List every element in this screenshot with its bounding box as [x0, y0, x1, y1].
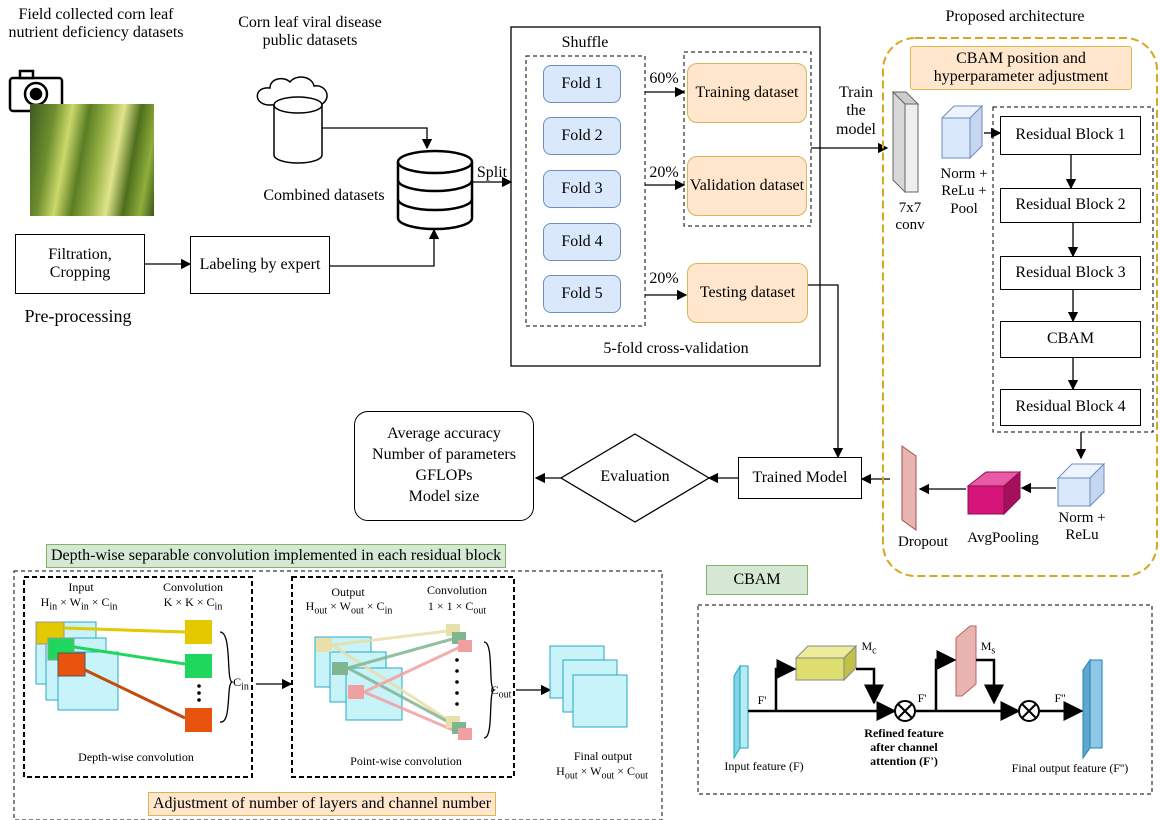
cbam-title: CBAM: [706, 565, 808, 595]
f-prime-input: F': [757, 693, 767, 707]
residual-block-1: Residual Block 1: [1000, 116, 1141, 155]
fold-1: Fold 1: [543, 65, 621, 103]
field-dataset-title: Field collected corn leaf nutrient defic…: [8, 6, 184, 42]
residual-block-2: Residual Block 2: [1000, 188, 1141, 223]
pct-test: 20%: [649, 270, 679, 287]
input-dims: Hin × Win × Cin: [40, 595, 118, 613]
cloud-cylinder-icon: [256, 76, 328, 164]
testing-dataset-box: Testing dataset: [687, 263, 808, 323]
metric-parameters: Number of parameters: [372, 446, 516, 464]
corn-leaf-photo: [30, 104, 154, 216]
refined-feature-label: Refined feature after channel attention …: [864, 726, 944, 768]
f-double-prime: F'': [1054, 691, 1066, 705]
training-dataset-box: Training dataset: [687, 63, 807, 123]
fold-5: Fold 5: [543, 275, 621, 313]
metric-model-size: Model size: [408, 487, 480, 505]
fold-3: Fold 3: [543, 170, 621, 208]
metric-accuracy: Average accuracy: [387, 425, 501, 443]
output-dims: Hout × Wout × Cin: [305, 599, 393, 617]
evaluation-label: Evaluation: [600, 468, 670, 485]
metrics-box: Average accuracy Number of parameters GF…: [354, 411, 534, 521]
cbam-block: CBAM: [1000, 321, 1141, 358]
norm-pool-label: Norm + ReLu + Pool: [940, 166, 988, 217]
final-output-feature-label: Final output feature (F''): [1011, 761, 1129, 775]
preprocessing-label: Pre-processing: [24, 306, 132, 326]
pointwise-diagram: [314, 624, 628, 740]
norm-cube-lower: [1056, 462, 1106, 508]
validation-dataset-box: Validation dataset: [687, 156, 807, 216]
cv-caption: 5-fold cross-validation: [603, 340, 749, 357]
labeling-box: Labeling by expert: [190, 236, 330, 294]
norm-relu-label: Norm + ReLu: [1058, 510, 1106, 544]
shuffle-label: Shuffle: [561, 34, 609, 51]
dropout-label: Dropout: [898, 534, 948, 550]
public-dataset-title: Corn leaf viral disease public datasets: [238, 14, 382, 50]
fold-2: Fold 2: [543, 117, 621, 155]
adjustment-label: Adjustment of number of layers and chann…: [148, 792, 497, 816]
conv-label: 7x7 conv: [895, 200, 925, 234]
avgpool-cube: [966, 470, 1022, 516]
pct-val: 20%: [649, 164, 679, 181]
cin-label: Cin: [233, 675, 249, 693]
conv-dims-depthwise: K × K × Cin: [163, 595, 223, 613]
depthwise-diagram: [35, 620, 293, 732]
ms-label: Ms: [980, 639, 996, 657]
combined-datasets-label: Combined datasets: [263, 187, 385, 204]
database-icon: [396, 149, 474, 231]
metric-gflops: GFLOPs: [415, 467, 473, 484]
conv-dims-pointwise: 1 × 1 × Cout: [427, 599, 487, 617]
depthwise-label: Depth-wise convolution: [78, 750, 194, 764]
final-output-dims: Hout × Wout × Cout: [556, 764, 648, 782]
cbam-diagram: [733, 625, 1103, 760]
dropout-slab: [901, 445, 917, 531]
conv-slab: [891, 90, 920, 194]
f-prime-refined: F': [917, 691, 927, 705]
input-feature-label: Input feature (F): [724, 759, 804, 773]
residual-block-3: Residual Block 3: [1000, 256, 1141, 290]
output-label: Output: [331, 585, 365, 599]
cout-label: Cout: [490, 683, 512, 701]
final-output-label: Final output: [573, 749, 633, 763]
train-the-model-label: Train the model: [836, 84, 876, 138]
trained-model-box: Trained Model: [738, 457, 862, 499]
split-label: Split: [476, 164, 508, 181]
avgpool-label: AvgPooling: [967, 530, 1039, 546]
camera-icon: [8, 69, 64, 113]
cbam-adjust-box: CBAM position and hyperparameter adjustm…: [910, 46, 1132, 90]
mc-label: Mc: [861, 639, 877, 657]
pointwise-label: Point-wise convolution: [350, 754, 462, 768]
norm-cube: [940, 104, 984, 160]
input-label: Input: [68, 580, 94, 594]
conv-label-pointwise: Convolution: [426, 583, 487, 597]
pct-train: 60%: [649, 70, 679, 87]
architecture-title: Proposed architecture: [945, 8, 1085, 25]
conv-label-depthwise: Convolution: [162, 580, 223, 594]
fold-4: Fold 4: [543, 223, 621, 261]
dsc-title: Depth-wise separable convolution impleme…: [46, 544, 507, 568]
residual-block-4: Residual Block 4: [1000, 389, 1141, 426]
filtration-box: Filtration, Cropping: [15, 234, 145, 294]
